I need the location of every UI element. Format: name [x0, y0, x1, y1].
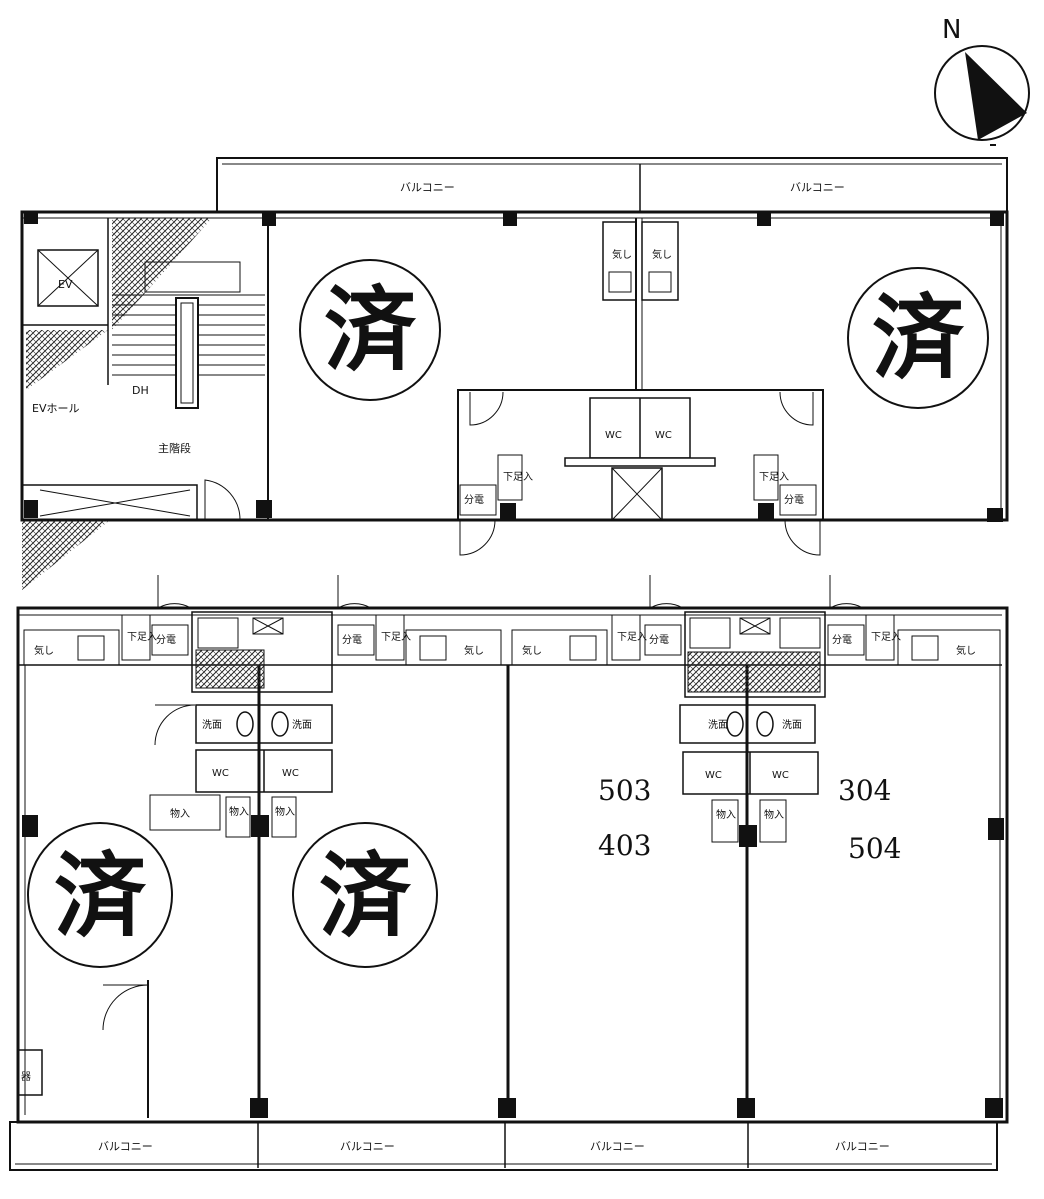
balcony-label: バルコニー	[98, 1140, 153, 1153]
top-balcony: バルコニー バルコニー	[216, 157, 1008, 213]
balcony-label: バルコニー	[590, 1140, 645, 1153]
kiri-label: 気し	[956, 644, 976, 657]
bunpai-label: 分電	[464, 494, 484, 506]
south-fixtures: 気し 下足入 分電 分電 下足入 気し 気し 下足入 分電 分電	[23, 611, 1001, 698]
done-stamp: 済	[847, 267, 989, 409]
ev-label: EV	[58, 278, 73, 291]
shoe-box-label: 下足入	[381, 631, 411, 643]
bottom-balcony: バルコニー バルコニー バルコニー バルコニー	[9, 1121, 998, 1171]
south-block	[16, 575, 1009, 1124]
done-stamp: 済	[27, 822, 173, 968]
north-units: 気し 気し WC WC 下足入 下足入 分電 分電	[457, 218, 824, 556]
wet-core-left: 洗面 洗面 WC WC 物入 物入 物入	[149, 704, 333, 838]
unit-number: 504	[848, 832, 901, 865]
bunpai-label: 分電	[342, 634, 362, 646]
wc-label: WC	[772, 770, 789, 781]
dh-label: DH	[132, 384, 149, 397]
wc-label: WC	[655, 430, 672, 441]
wc-label: WC	[605, 430, 622, 441]
done-stamp-text: 済	[872, 284, 965, 392]
bunpai-label: 分電	[156, 634, 176, 646]
wet-core-right: 洗面 洗面 WC WC 物入 物入	[679, 704, 819, 843]
wc-label: WC	[705, 770, 722, 781]
shoe-box-label: 下足入	[127, 631, 157, 643]
bunpai-label: 分電	[649, 634, 669, 646]
sink-label: 洗面	[708, 719, 728, 731]
elevator-shaft	[37, 249, 99, 307]
sink-label: 洗面	[782, 719, 802, 731]
main-stairs-label: 主階段	[158, 441, 191, 455]
done-stamp-text: 済	[54, 842, 147, 950]
sink-label: 洗面	[292, 719, 312, 731]
north-label: N	[942, 15, 961, 45]
meter-box-label: 器	[21, 1071, 31, 1083]
meter-box	[17, 1049, 43, 1096]
wc-label: WC	[282, 768, 299, 779]
sink-label: 洗面	[202, 719, 222, 731]
storage-label: 物入	[229, 805, 249, 818]
balcony-label: バルコニー	[400, 181, 455, 194]
ev-hall-label: EVホール	[32, 402, 79, 415]
balcony-label: バルコニー	[340, 1140, 395, 1153]
kiri-label: 気し	[612, 248, 632, 261]
compass-needle-icon	[965, 52, 1027, 140]
balcony-label: バルコニー	[790, 181, 845, 194]
storage-label: 物入	[170, 807, 190, 820]
unit-number: 503	[598, 774, 651, 807]
unit-number: 403	[598, 829, 651, 862]
bunpai-label: 分電	[784, 494, 804, 506]
kiri-label: 気し	[464, 644, 484, 657]
storage-label: 物入	[275, 805, 295, 818]
shoe-box-label: 下足入	[503, 471, 533, 483]
done-stamp-text: 済	[324, 276, 417, 384]
unit-number: 304	[838, 774, 891, 807]
kiri-label: 気し	[652, 248, 672, 261]
storage-label: 物入	[764, 808, 784, 821]
kiri-label: 気し	[34, 644, 54, 657]
shoe-box-label: 下足入	[871, 631, 901, 643]
done-stamp: 済	[299, 259, 441, 401]
wc-label: WC	[212, 768, 229, 779]
bunpai-label: 分電	[832, 634, 852, 646]
shoe-box-label: 下足入	[617, 631, 647, 643]
north-compass: N	[934, 15, 1030, 146]
kiri-label: 気し	[522, 644, 542, 657]
done-stamp-text: 済	[319, 842, 412, 950]
storage-label: 物入	[716, 808, 736, 821]
done-stamp: 済	[292, 822, 438, 968]
compass-circle	[934, 45, 1030, 141]
shoe-box-label: 下足入	[759, 471, 789, 483]
stair-core: EV DH EVホール 主階段	[21, 218, 269, 590]
balcony-label: バルコニー	[835, 1140, 890, 1153]
